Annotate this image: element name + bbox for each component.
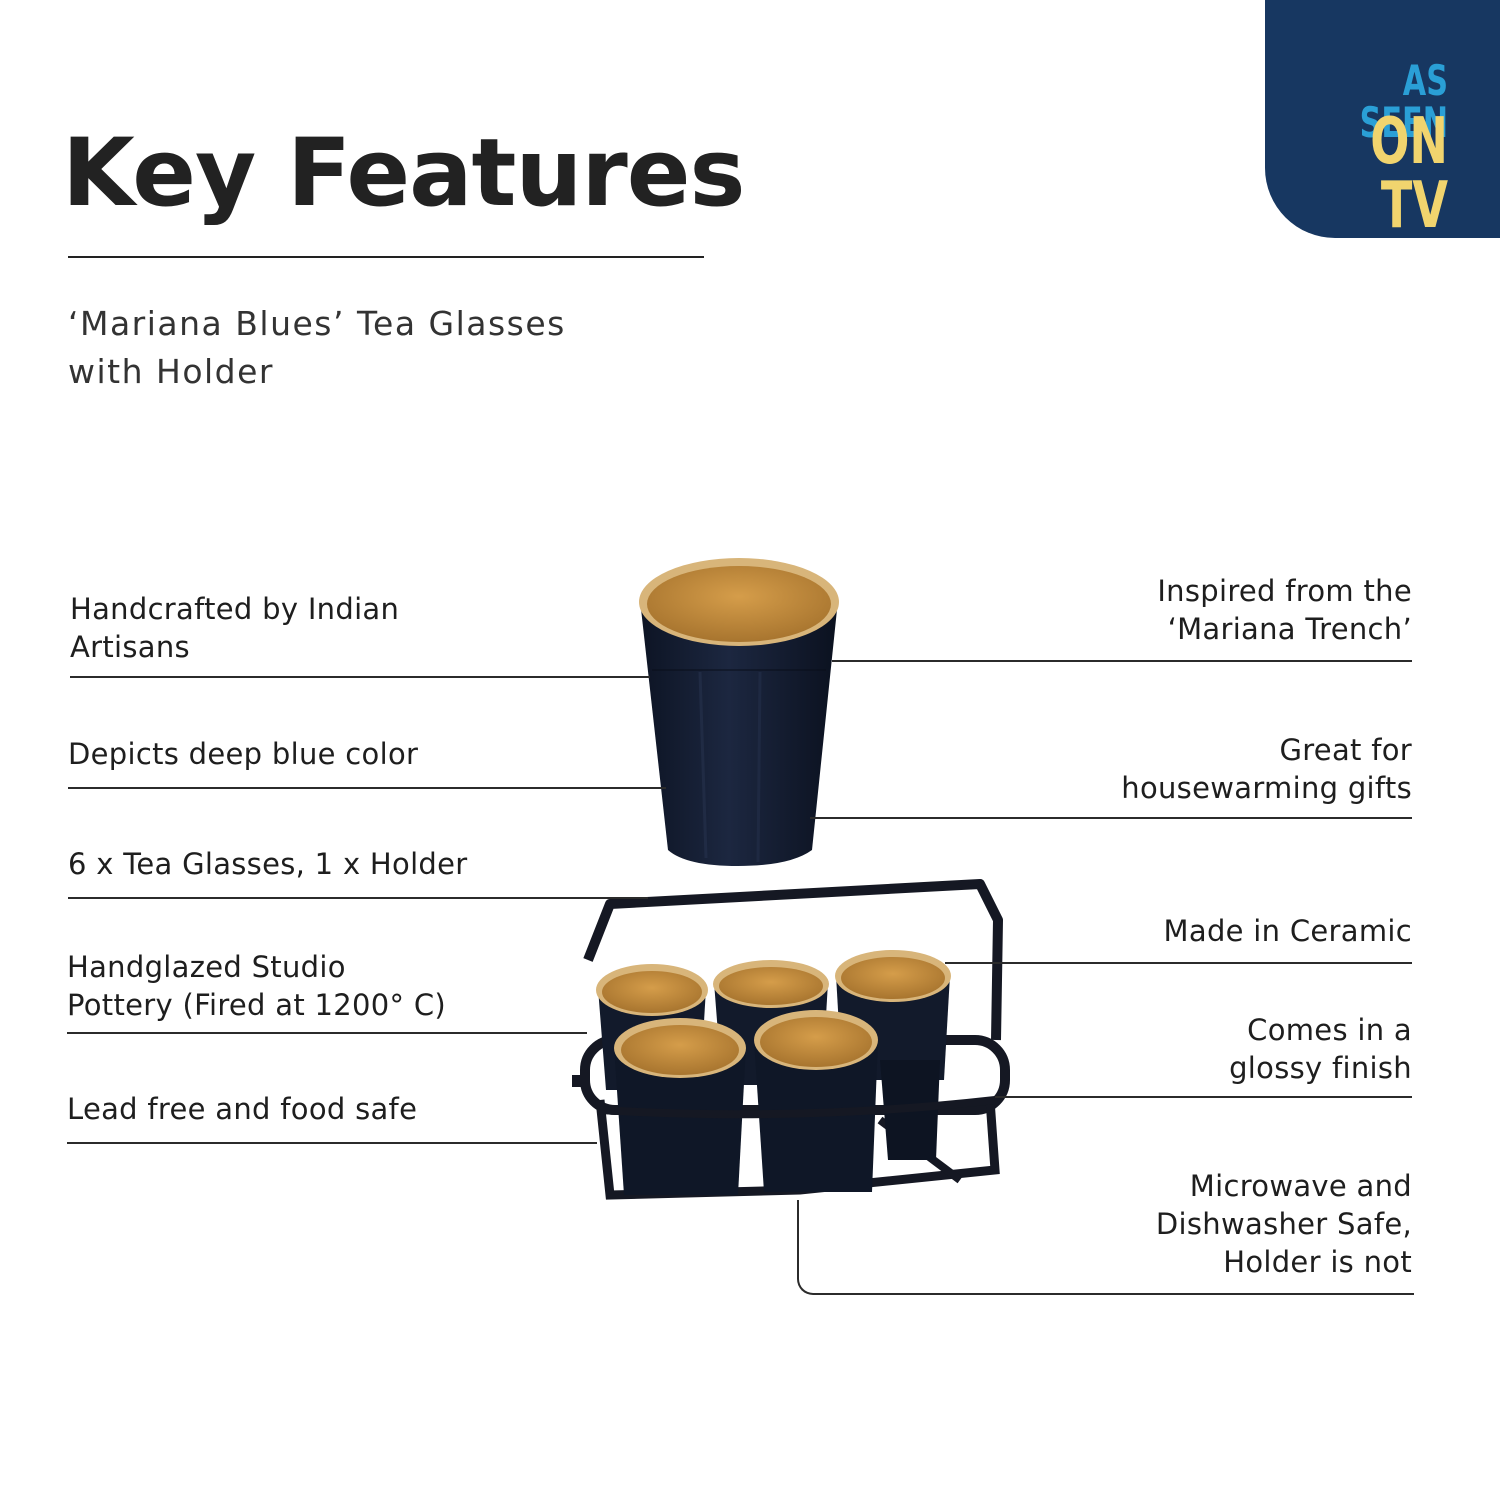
cup-front-right: [754, 1010, 878, 1192]
leader-line: [945, 962, 1412, 964]
feature-line: Lead free and food safe: [67, 1092, 418, 1126]
feature-handglazed: Handglazed Studio Pottery (Fired at 1200…: [67, 948, 446, 1024]
leader-line: [68, 787, 666, 789]
feature-inspired: Inspired from the ‘Mariana Trench’: [1157, 572, 1412, 648]
feature-line: Comes in a: [1247, 1013, 1412, 1047]
leader-line: [67, 1142, 597, 1144]
cup-front-left: [614, 1018, 746, 1195]
holder-front-rail: [599, 1096, 996, 1119]
feature-contents: 6 x Tea Glasses, 1 x Holder: [68, 845, 468, 883]
leader-line: [797, 1200, 1414, 1295]
as-seen-on-tv-badge: AS SEEN ON TV: [1265, 0, 1500, 238]
large-tea-glass: [639, 558, 839, 866]
feature-line: Artisans: [70, 630, 190, 664]
feature-line: Handcrafted by Indian: [70, 592, 400, 626]
feature-handcrafted: Handcrafted by Indian Artisans: [70, 590, 399, 666]
feature-line: Handglazed Studio: [67, 950, 346, 984]
feature-line: Depicts deep blue color: [68, 737, 419, 771]
holder-frame: [572, 1035, 1010, 1200]
leader-line: [810, 817, 1412, 819]
feature-line: Dishwasher Safe,: [1155, 1207, 1412, 1241]
subtitle-line-2: with Holder: [68, 352, 274, 391]
feature-deep-blue: Depicts deep blue color: [68, 735, 418, 773]
leader-line: [832, 660, 1412, 662]
feature-glossy: Comes in a glossy finish: [1229, 1011, 1412, 1087]
leader-line: [995, 1096, 1412, 1098]
feature-microwave: Microwave and Dishwasher Safe, Holder is…: [1156, 1167, 1412, 1281]
feature-line: Inspired from the: [1157, 574, 1412, 608]
subtitle-line-1: ‘Mariana Blues’ Tea Glasses: [68, 304, 566, 343]
cup-back-middle: [713, 960, 829, 1085]
feature-gifts: Great for housewarming gifts: [1121, 731, 1412, 807]
cup-back-extra: [880, 1060, 940, 1160]
feature-line: Pottery (Fired at 1200° C): [67, 988, 447, 1022]
holder-handle: [583, 879, 1003, 1041]
feature-line: Great for: [1279, 733, 1412, 767]
badge-line-1: AS SEEN: [1359, 56, 1448, 147]
feature-line: 6 x Tea Glasses, 1 x Holder: [68, 847, 468, 881]
leader-line: [67, 1032, 587, 1034]
feature-line: housewarming gifts: [1121, 771, 1412, 805]
feature-lead-free: Lead free and food safe: [67, 1090, 417, 1128]
product-subtitle: ‘Mariana Blues’ Tea Glasses with Holder: [68, 300, 566, 396]
feature-line: Made in Ceramic: [1163, 914, 1412, 948]
feature-line: Microwave and: [1189, 1169, 1412, 1203]
feature-line: ‘Mariana Trench’: [1167, 612, 1412, 646]
leader-line: [70, 676, 650, 678]
cup-back-right: [835, 950, 951, 1080]
leader-line: [68, 897, 648, 899]
badge-line-2: ON TV: [1370, 105, 1448, 243]
feature-line: Holder is not: [1223, 1245, 1412, 1279]
page-title: Key Features: [62, 119, 745, 228]
feature-ceramic: Made in Ceramic: [1164, 912, 1412, 950]
feature-line: glossy finish: [1229, 1051, 1412, 1085]
cup-back-left: [596, 964, 708, 1090]
title-underline: [68, 256, 704, 258]
